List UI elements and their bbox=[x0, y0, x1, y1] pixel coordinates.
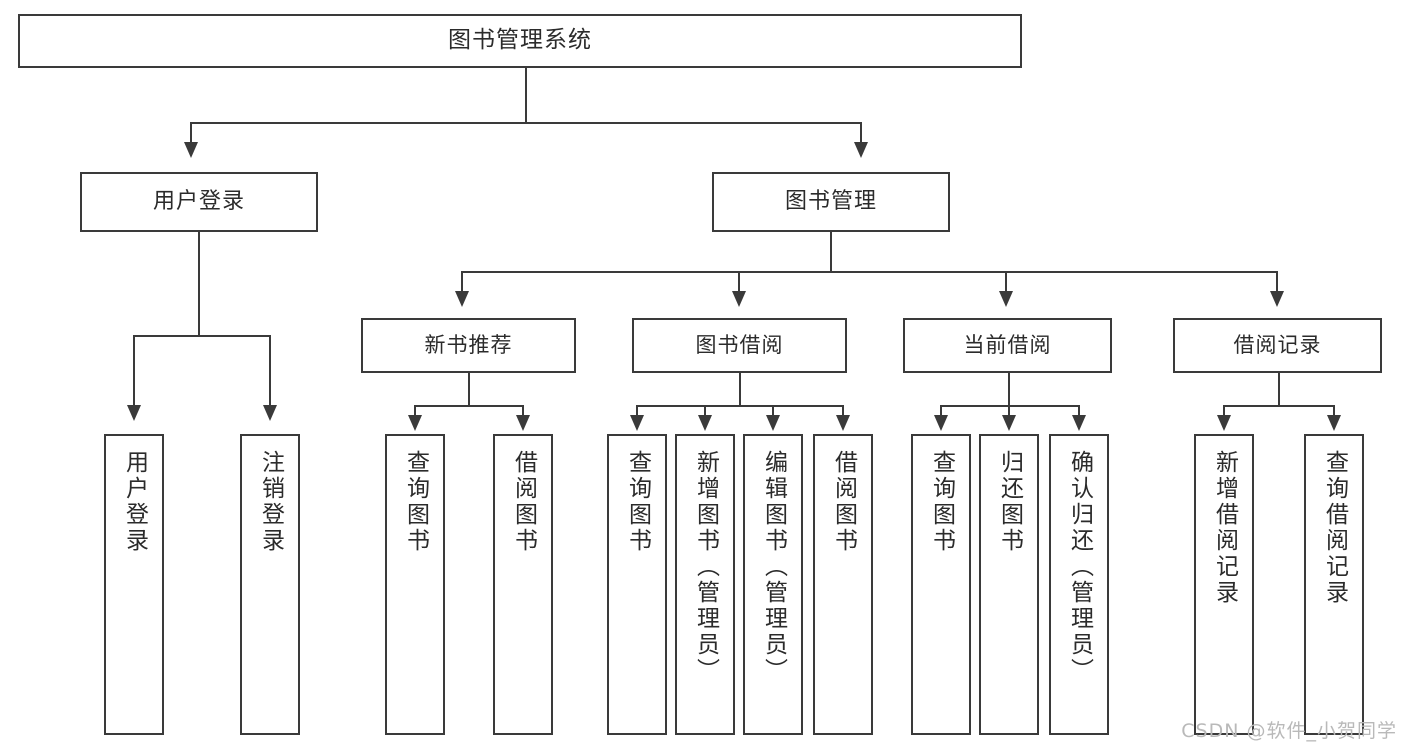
node-user-login-label: 用户登录 bbox=[152, 189, 245, 215]
connector-br-drop-1 bbox=[1223, 405, 1225, 417]
connector-root-drop-left bbox=[190, 122, 192, 144]
node-leaf-return-book[interactable]: 归还图书 bbox=[979, 434, 1039, 735]
node-book-borrow-label: 图书借阅 bbox=[695, 333, 784, 358]
connector-bb-stem bbox=[739, 373, 741, 406]
connector-bm-drop-2 bbox=[738, 271, 740, 293]
node-leaf-borrow-book-1[interactable]: 借阅图书 bbox=[493, 434, 553, 735]
connector-cb-stem bbox=[1008, 373, 1010, 406]
node-leaf-logout-login-label: 注销登录 bbox=[257, 450, 284, 554]
connector-user-login-drop-1 bbox=[133, 335, 135, 407]
connector-bm-drop-1 bbox=[461, 271, 463, 293]
connector-cb-bar bbox=[940, 405, 1080, 407]
connector-book-manage-bar bbox=[461, 271, 1278, 273]
node-current-borrow-label: 当前借阅 bbox=[963, 333, 1052, 358]
arrow-to-leaf-return-book bbox=[1002, 415, 1016, 431]
connector-br-drop-2 bbox=[1333, 405, 1335, 417]
arrow-to-leaf-add-book bbox=[698, 415, 712, 431]
node-leaf-edit-book-label: 编辑图书（管理员） bbox=[760, 450, 787, 684]
node-leaf-query-book-2[interactable]: 查询图书 bbox=[607, 434, 667, 735]
connector-bm-drop-3 bbox=[1005, 271, 1007, 293]
node-leaf-query-book-3-label: 查询图书 bbox=[928, 450, 955, 554]
connector-bb-bar bbox=[636, 405, 844, 407]
node-leaf-query-book-3[interactable]: 查询图书 bbox=[911, 434, 971, 735]
connector-root-drop-right bbox=[860, 122, 862, 144]
node-leaf-confirm-return[interactable]: 确认归还（管理员） bbox=[1049, 434, 1109, 735]
arrow-to-book-borrow bbox=[732, 291, 746, 307]
node-new-book-recommend-label: 新书推荐 bbox=[424, 333, 513, 358]
connector-cb-drop-1 bbox=[940, 405, 942, 417]
connector-bb-drop-1 bbox=[636, 405, 638, 417]
arrow-to-leaf-user-login bbox=[127, 405, 141, 421]
node-leaf-borrow-book-1-label: 借阅图书 bbox=[510, 450, 537, 554]
arrow-to-leaf-edit-book bbox=[766, 415, 780, 431]
connector-user-login-stem bbox=[198, 232, 200, 336]
node-leaf-user-login-label: 用户登录 bbox=[121, 450, 148, 554]
connector-bm-drop-4 bbox=[1276, 271, 1278, 293]
node-root[interactable]: 图书管理系统 bbox=[18, 14, 1022, 68]
connector-bb-drop-2 bbox=[704, 405, 706, 417]
connector-nbr-drop-2 bbox=[522, 405, 524, 417]
node-current-borrow[interactable]: 当前借阅 bbox=[903, 318, 1112, 373]
node-leaf-confirm-return-label: 确认归还（管理员） bbox=[1066, 450, 1093, 684]
node-book-manage[interactable]: 图书管理 bbox=[712, 172, 950, 232]
connector-cb-drop-3 bbox=[1078, 405, 1080, 417]
arrow-to-user-login bbox=[184, 142, 198, 158]
arrow-to-leaf-add-record bbox=[1217, 415, 1231, 431]
arrow-to-current-borrow bbox=[999, 291, 1013, 307]
connector-nbr-bar bbox=[414, 405, 524, 407]
connector-br-bar bbox=[1223, 405, 1335, 407]
arrow-to-borrow-record bbox=[1270, 291, 1284, 307]
node-leaf-add-book[interactable]: 新增图书（管理员） bbox=[675, 434, 735, 735]
connector-root-bar bbox=[190, 122, 862, 124]
node-leaf-add-book-label: 新增图书（管理员） bbox=[692, 450, 719, 684]
connector-root-stem bbox=[525, 68, 527, 123]
connector-br-stem bbox=[1278, 373, 1280, 406]
connector-book-manage-stem bbox=[830, 232, 832, 272]
node-leaf-query-record[interactable]: 查询借阅记录 bbox=[1304, 434, 1364, 735]
arrow-to-new-book-recommend bbox=[455, 291, 469, 307]
node-leaf-add-record-label: 新增借阅记录 bbox=[1211, 450, 1238, 606]
node-book-borrow[interactable]: 图书借阅 bbox=[632, 318, 847, 373]
node-leaf-query-book-2-label: 查询图书 bbox=[624, 450, 651, 554]
arrow-to-leaf-logout-login bbox=[263, 405, 277, 421]
node-borrow-record-label: 借阅记录 bbox=[1233, 333, 1322, 358]
arrow-to-leaf-query-book-1 bbox=[408, 415, 422, 431]
arrow-to-leaf-query-book-3 bbox=[934, 415, 948, 431]
arrow-to-leaf-query-record bbox=[1327, 415, 1341, 431]
node-user-login[interactable]: 用户登录 bbox=[80, 172, 318, 232]
connector-cb-drop-2 bbox=[1008, 405, 1010, 417]
connector-user-login-bar bbox=[133, 335, 271, 337]
node-leaf-query-book-1-label: 查询图书 bbox=[402, 450, 429, 554]
node-leaf-user-login[interactable]: 用户登录 bbox=[104, 434, 164, 735]
node-leaf-edit-book[interactable]: 编辑图书（管理员） bbox=[743, 434, 803, 735]
connector-user-login-drop-2 bbox=[269, 335, 271, 407]
arrow-to-leaf-query-book-2 bbox=[630, 415, 644, 431]
arrow-to-leaf-borrow-book-1 bbox=[516, 415, 530, 431]
node-new-book-recommend[interactable]: 新书推荐 bbox=[361, 318, 576, 373]
connector-nbr-drop-1 bbox=[414, 405, 416, 417]
node-borrow-record[interactable]: 借阅记录 bbox=[1173, 318, 1382, 373]
connector-nbr-stem bbox=[468, 373, 470, 406]
node-book-manage-label: 图书管理 bbox=[784, 189, 877, 215]
arrow-to-book-manage bbox=[854, 142, 868, 158]
connector-bb-drop-3 bbox=[772, 405, 774, 417]
node-leaf-borrow-book-2-label: 借阅图书 bbox=[830, 450, 857, 554]
connector-bb-drop-4 bbox=[842, 405, 844, 417]
node-leaf-query-record-label: 查询借阅记录 bbox=[1321, 450, 1348, 606]
node-leaf-borrow-book-2[interactable]: 借阅图书 bbox=[813, 434, 873, 735]
arrow-to-leaf-confirm-return bbox=[1072, 415, 1086, 431]
node-leaf-query-book-1[interactable]: 查询图书 bbox=[385, 434, 445, 735]
node-root-label: 图书管理系统 bbox=[448, 27, 592, 54]
arrow-to-leaf-borrow-book-2 bbox=[836, 415, 850, 431]
node-leaf-return-book-label: 归还图书 bbox=[996, 450, 1023, 554]
node-leaf-add-record[interactable]: 新增借阅记录 bbox=[1194, 434, 1254, 735]
node-leaf-logout-login[interactable]: 注销登录 bbox=[240, 434, 300, 735]
